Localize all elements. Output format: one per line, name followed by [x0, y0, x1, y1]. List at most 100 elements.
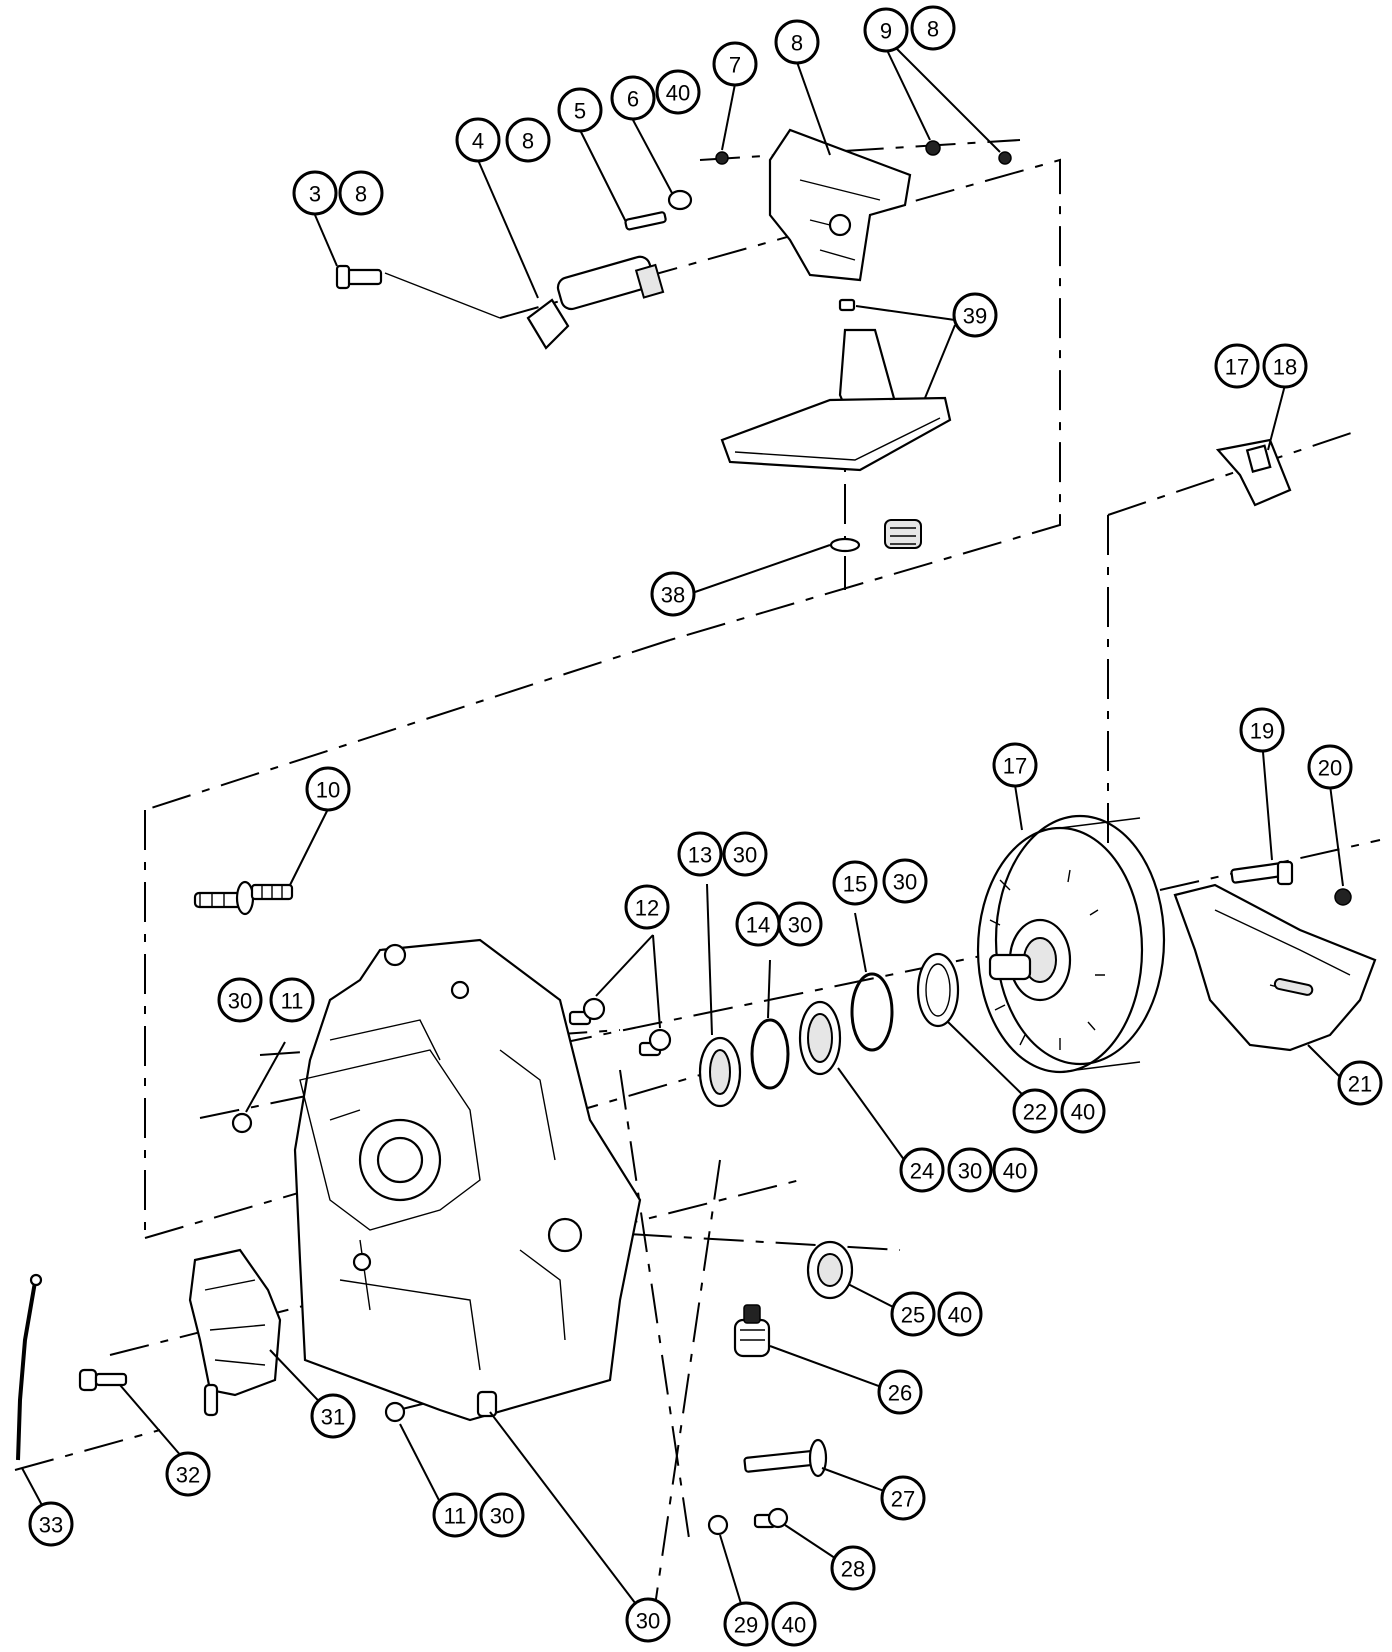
callout-circle	[877, 1369, 923, 1415]
callout-number: 26	[888, 1381, 912, 1406]
part-17-torque-converter	[976, 814, 1166, 1074]
callout-c8: 8	[774, 19, 820, 65]
callout-circle	[505, 117, 551, 163]
center-lines	[14, 139, 1381, 1641]
callout-number: 8	[355, 182, 367, 207]
part-27-bolt	[743, 1438, 828, 1478]
transaxle-case	[293, 938, 642, 1422]
callout-number: 7	[729, 53, 741, 78]
callout-number: 17	[1003, 754, 1027, 779]
callout-c6: 6	[610, 75, 656, 121]
callout-circle	[947, 1147, 993, 1193]
callout-circle	[1214, 343, 1260, 389]
callout-number: 28	[841, 1557, 865, 1582]
callout-circle	[625, 1597, 671, 1643]
callout-circle	[992, 1147, 1038, 1193]
callout-circle	[479, 1492, 525, 1538]
callout-c24c: 40	[992, 1147, 1038, 1193]
callout-c25: 25	[890, 1291, 936, 1337]
callout-circle	[937, 1291, 983, 1337]
callout-c5: 5	[557, 87, 603, 133]
callout-circle	[952, 292, 998, 338]
callout-circle	[269, 977, 315, 1023]
callout-circle	[992, 742, 1038, 788]
part-10-stud	[193, 880, 294, 916]
callout-number: 25	[901, 1303, 925, 1328]
callout-number: 24	[910, 1159, 934, 1184]
callout-c13: 13	[677, 831, 723, 877]
callout-circle	[610, 75, 656, 121]
callout-circle	[832, 860, 878, 906]
callout-number: 30	[788, 913, 812, 938]
callout-c32: 32	[165, 1451, 211, 1497]
callout-c17: 17	[992, 742, 1038, 788]
callout-circle	[882, 858, 928, 904]
callout-c15: 15	[832, 860, 878, 906]
callout-c19: 19	[1239, 707, 1285, 753]
part-32-bolt	[78, 1368, 128, 1392]
callout-c30a: 30	[217, 977, 263, 1023]
part-8-valve-body	[768, 128, 1012, 282]
callout-c25b: 40	[937, 1291, 983, 1337]
part-21-cover	[1173, 883, 1377, 1052]
callout-circle	[292, 170, 338, 216]
callout-number: 18	[1273, 355, 1297, 380]
callout-c30b: 30	[625, 1597, 671, 1643]
callout-circle	[771, 1601, 817, 1647]
callout-number: 6	[627, 87, 639, 112]
callout-c10: 10	[305, 766, 351, 812]
callout-number: 8	[791, 31, 803, 56]
callout-circle	[677, 831, 723, 877]
callout-c26: 26	[877, 1369, 923, 1415]
callout-number: 33	[39, 1513, 63, 1538]
callout-number: 17	[1225, 355, 1249, 380]
callout-c29: 29	[723, 1601, 769, 1647]
callout-circle	[310, 1393, 356, 1439]
part-24-seal	[798, 1000, 842, 1076]
part-4-tube	[526, 255, 665, 350]
callout-circle	[723, 1601, 769, 1647]
callout-number: 20	[1318, 756, 1342, 781]
callout-number: 30	[733, 843, 757, 868]
callout-number: 8	[522, 129, 534, 154]
part-20-nut	[1334, 888, 1352, 906]
part-28-29-washers	[707, 1507, 789, 1536]
callout-c20: 20	[1307, 744, 1353, 790]
callout-number: 14	[746, 913, 770, 938]
part-33-rod	[16, 1273, 43, 1461]
callout-c9: 9	[863, 7, 909, 53]
callout-number: 8	[927, 17, 939, 42]
callout-circle	[305, 766, 351, 812]
callout-circle	[1012, 1088, 1058, 1134]
callout-number: 32	[176, 1463, 200, 1488]
part-26-sensor	[733, 1304, 771, 1358]
part-39-filter	[720, 298, 952, 472]
callout-number: 29	[734, 1613, 758, 1638]
callout-c22b: 40	[1060, 1088, 1106, 1134]
part-15-ring	[850, 972, 894, 1052]
callout-number: 13	[688, 843, 712, 868]
callout-c3b: 8	[338, 170, 384, 216]
callout-circle	[338, 170, 384, 216]
callout-c24b: 30	[947, 1147, 993, 1193]
part-11-nut-b	[384, 1401, 406, 1423]
callout-c22: 22	[1012, 1088, 1058, 1134]
callout-number: 40	[1071, 1100, 1095, 1125]
callout-c13b: 30	[722, 831, 768, 877]
callout-number: 30	[636, 1609, 660, 1634]
callout-number: 4	[472, 129, 484, 154]
callout-number: 10	[316, 778, 340, 803]
part-38-seal	[829, 519, 922, 553]
part-31-shift-lever	[188, 1248, 282, 1417]
part-19-bolt	[1230, 860, 1294, 886]
callout-circle	[712, 41, 758, 87]
part-30-dowel	[476, 1390, 498, 1418]
callout-number: 39	[963, 304, 987, 329]
callout-number: 30	[958, 1159, 982, 1184]
part-5-6-7-pins	[624, 151, 729, 231]
callout-c33: 33	[28, 1501, 74, 1547]
callout-c15b: 30	[882, 858, 928, 904]
callout-circle	[165, 1451, 211, 1497]
callout-c11b: 11	[432, 1492, 478, 1538]
